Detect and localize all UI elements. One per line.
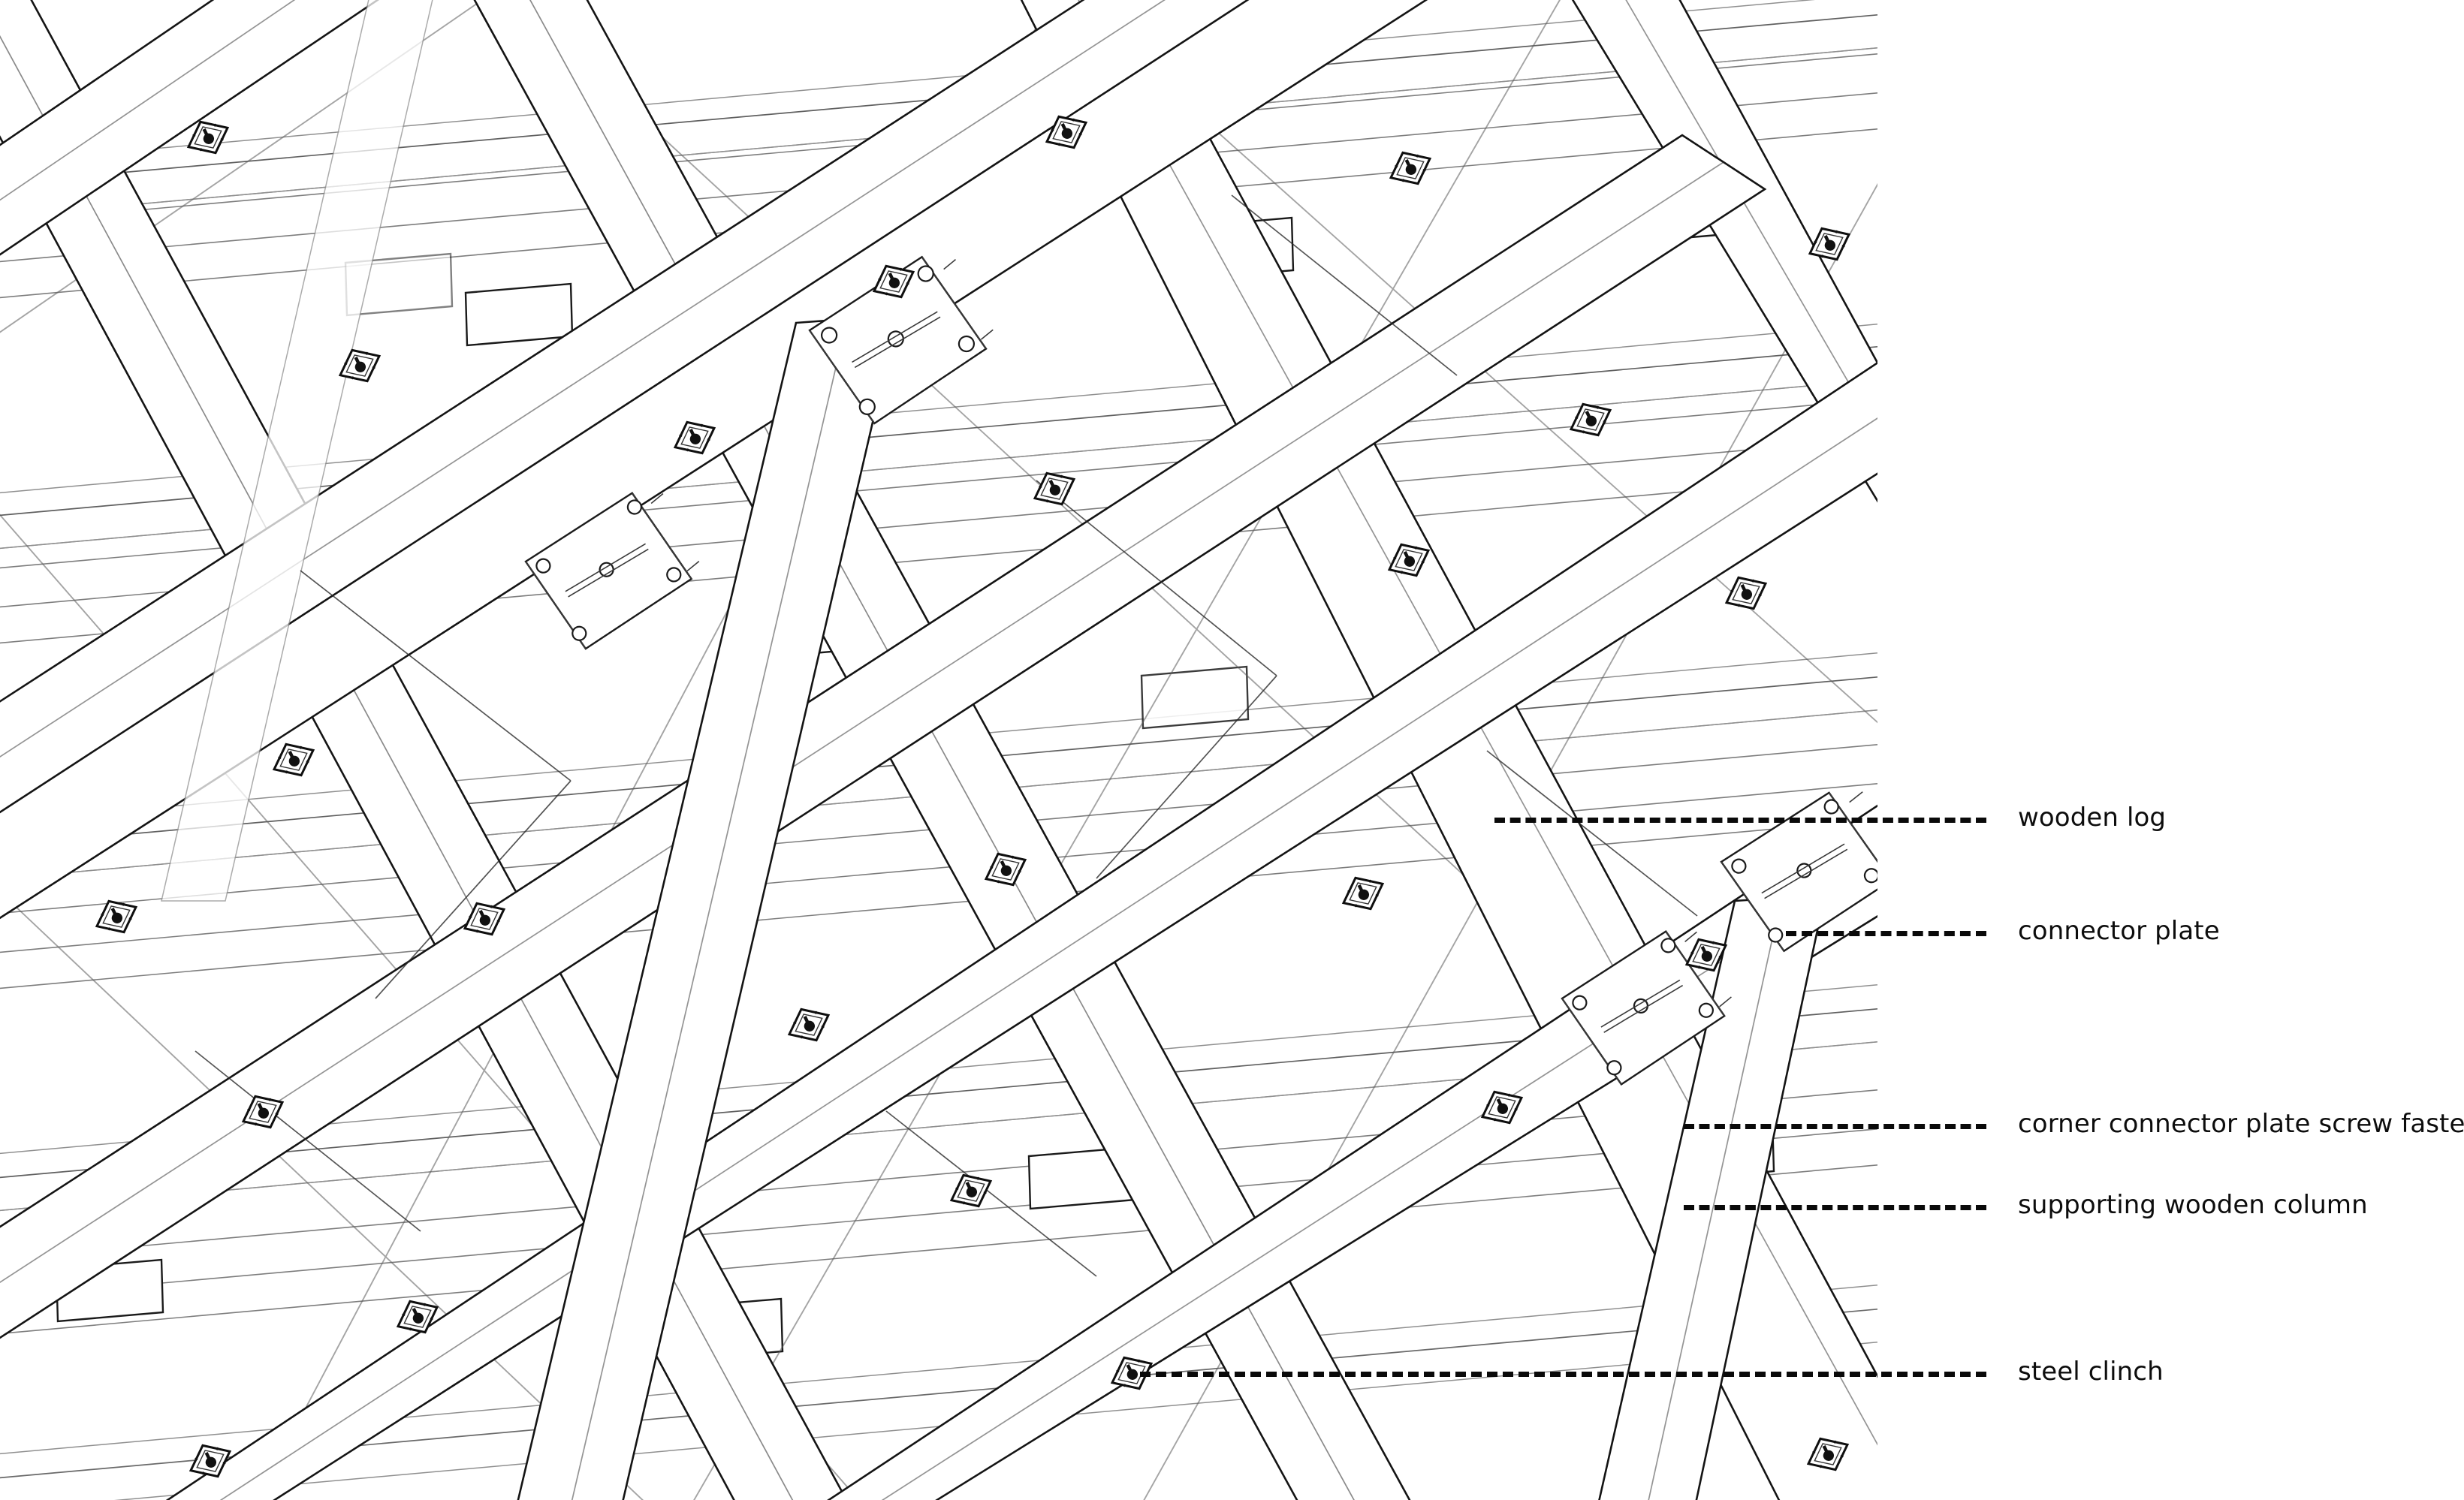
leader-line-steel-clinch	[1140, 1372, 1986, 1377]
leader-line-corner-screw-fasteners	[1684, 1124, 1986, 1129]
steel-clinch-icon	[188, 1444, 232, 1478]
secondary-brace-lines	[195, 194, 1698, 1277]
steel-clinch-icon	[949, 1173, 993, 1208]
steel-clinch-icon	[1387, 543, 1431, 577]
steel-clinch-icon	[872, 264, 915, 299]
label-supporting-wooden-column: supporting wooden column	[2018, 1190, 2368, 1220]
steel-clinch-icon	[1806, 1437, 1850, 1471]
steel-clinch-icon	[984, 852, 1027, 887]
label-wooden-log: wooden log	[2018, 803, 2167, 833]
label-steel-clinch: steel clinch	[2018, 1357, 2164, 1387]
steel-clinch-icon	[673, 420, 716, 455]
steel-clinch-icon	[1389, 151, 1432, 185]
steel-clinch-icon	[1569, 402, 1612, 437]
label-corner-connector-plate-screw-fasteners: corner connector plate screw fasteners	[2018, 1109, 2464, 1139]
corner-screw-fastener	[1572, 938, 1714, 1076]
leader-line-wooden-log	[1494, 818, 1986, 823]
steel-clinch-markers	[95, 115, 1851, 1478]
connector-plate-assembly	[1720, 791, 1877, 953]
steel-clinch-icon	[1684, 938, 1728, 972]
connector-plate-assembly	[524, 492, 700, 650]
steel-clinch-icon	[1480, 1090, 1524, 1125]
steel-clinch-icon	[787, 1008, 831, 1042]
leader-line-connector-plate	[1786, 931, 1986, 936]
steel-clinch-icon	[1808, 227, 1851, 261]
steel-clinch-icon	[396, 1300, 439, 1334]
steel-clinch-icon	[1724, 576, 1768, 610]
connector-plate-assembly	[1561, 930, 1732, 1086]
connector-plate-assembly	[808, 255, 994, 425]
leader-line-supporting-wooden-column	[1684, 1205, 1986, 1210]
steel-clinch-icon	[1033, 471, 1076, 506]
steel-clinch-icon	[186, 120, 230, 155]
steel-clinch-icon	[241, 1095, 285, 1129]
steel-clinch-icon	[338, 348, 382, 383]
steel-clinch-icon	[463, 902, 506, 936]
supporting-wooden-columns	[161, 0, 1826, 1500]
steel-clinch-icon	[1110, 1356, 1154, 1390]
steel-clinch-icon	[272, 742, 315, 777]
label-connector-plate: connector plate	[2018, 916, 2220, 946]
steel-clinch-icon	[1045, 115, 1088, 149]
steel-clinch-icon	[1341, 876, 1385, 911]
steel-clinch-icon	[95, 899, 138, 934]
